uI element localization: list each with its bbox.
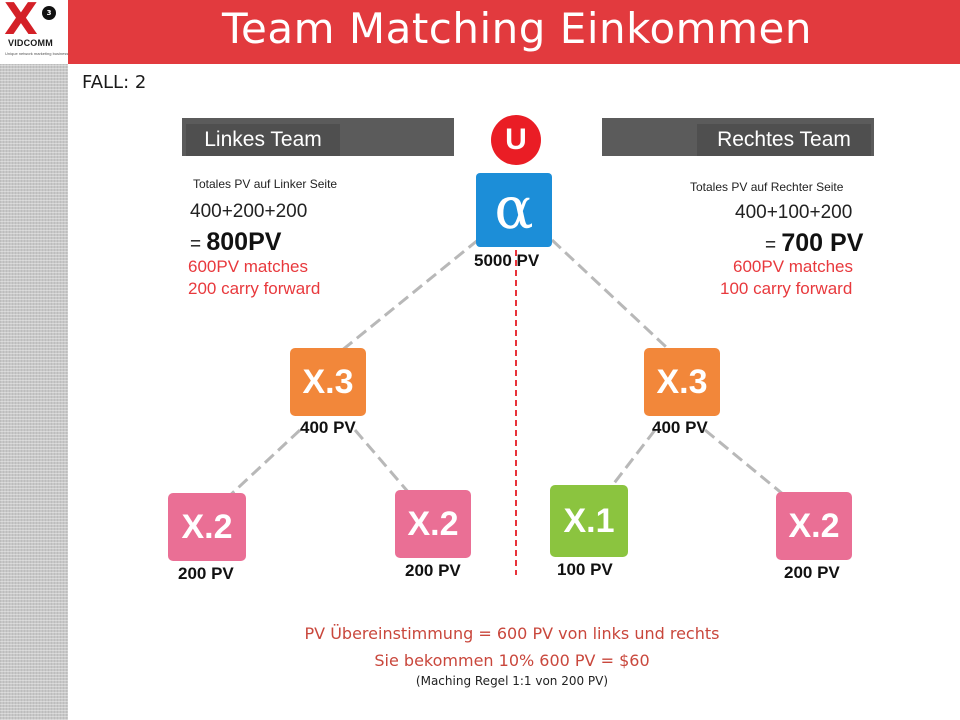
- right-parent-node: X.3: [644, 348, 720, 416]
- right-child-1-node: X.1: [550, 485, 628, 557]
- right-total-prefix: =: [765, 235, 782, 256]
- left-parent-pv: 400 PV: [300, 418, 356, 437]
- right-sum: 400+100+200: [735, 202, 853, 223]
- right-parent-pv: 400 PV: [652, 418, 708, 437]
- left-matches: 600PV matches: [188, 257, 309, 276]
- connector-left-child2: [353, 429, 417, 501]
- logo-name: VIDCOMM: [8, 38, 53, 48]
- connector-right-child2: [704, 428, 791, 502]
- left-child-2-pv: 200 PV: [405, 561, 461, 580]
- footer-line-1: PV Übereinstimmung = 600 PV von links un…: [304, 624, 720, 643]
- right-total-value: 700 PV: [781, 229, 864, 257]
- left-child-1-node: X.2: [168, 493, 246, 561]
- right-child-2-node: X.2: [776, 492, 852, 560]
- page-title: Team Matching Einkommen: [222, 4, 812, 53]
- left-team-label: Linkes Team: [186, 124, 340, 156]
- left-carry: 200 carry forward: [188, 279, 321, 298]
- logo-mark: X: [4, 0, 38, 45]
- left-total-prefix: =: [190, 234, 207, 255]
- root-pv: 5000 PV: [474, 251, 540, 270]
- footer-line-2: Sie bekommen 10% 600 PV = $60: [374, 651, 650, 670]
- connector-right-child1: [603, 429, 657, 496]
- right-team-label: Rechtes Team: [697, 124, 871, 156]
- right-child-1-pv: 100 PV: [557, 560, 613, 579]
- left-parent-node: X.3: [290, 348, 366, 416]
- logo-tagline: Unique network marketing business: [5, 51, 69, 56]
- right-carry: 100 carry forward: [720, 279, 853, 298]
- sidebar-pattern: [0, 64, 68, 720]
- logo-badge: 3: [42, 6, 56, 20]
- connector-left-child1: [223, 428, 302, 502]
- footer-line-3: (Maching Regel 1:1 von 200 PV): [415, 674, 609, 688]
- alpha-rank-node: α: [476, 173, 552, 247]
- left-sum: 400+200+200: [190, 201, 308, 222]
- right-total-label: Totales PV auf Rechter Seite: [690, 180, 844, 194]
- left-total: = 800PV: [190, 228, 281, 257]
- right-total: = 700 PV: [765, 229, 863, 258]
- right-child-2-pv: 200 PV: [784, 563, 840, 582]
- user-node: U: [491, 115, 541, 165]
- left-child-1-pv: 200 PV: [178, 564, 234, 583]
- connector-root-right: [550, 238, 682, 362]
- header-bar: [0, 0, 960, 64]
- left-total-label: Totales PV auf Linker Seite: [193, 177, 338, 191]
- connector-root-left: [329, 238, 479, 362]
- vidcomm-logo: X 3 VIDCOMM Unique network marketing bus…: [0, 0, 68, 64]
- left-child-2-node: X.2: [395, 490, 471, 558]
- case-label: FALL: 2: [82, 72, 147, 93]
- left-total-value: 800PV: [206, 228, 282, 256]
- right-matches: 600PV matches: [733, 257, 854, 276]
